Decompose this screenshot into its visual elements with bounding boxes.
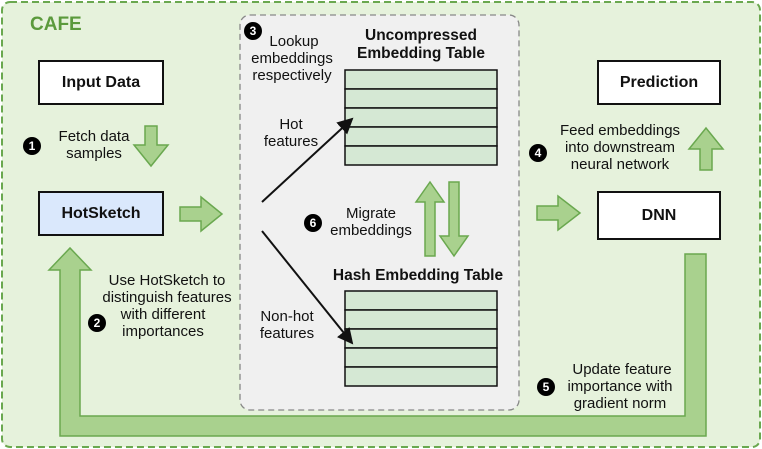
input-data-label: Input Data [61,73,141,91]
uncompressed-table [344,69,498,166]
step-6-line2: embeddings [330,222,412,239]
prediction-box [597,60,721,105]
uncompressed-title-line1: Uncompressed [365,27,477,44]
step-2-line2: distinguish features [102,289,232,306]
input-data-box [38,60,164,105]
step-1-text: Fetch data samples [44,128,144,162]
hot-line1: Hot [279,116,303,133]
dnn-up-arrow [687,126,725,171]
nonhot-line2: features [259,325,315,342]
step-1-line2: samples [66,145,122,162]
hotsketch-right-arrow [179,195,224,233]
uncompressed-title-line2: Embedding Table [356,45,486,62]
step-4-line1-wrap: Feed embeddings [540,122,700,139]
step-3-badge: 3 [244,22,262,40]
step-5-line2: importance with [567,378,673,395]
hash-table [344,290,498,387]
uncompressed-table-title: Uncompressed Embedding Table [330,27,512,63]
fetch-down-arrow [132,125,170,168]
dnn-label: DNN [641,206,677,224]
nonhot-features-label: Non-hot features [250,308,324,342]
step-6-text: Migrate embeddings [324,205,418,239]
step-5-line1-wrap: Update feature [556,361,688,378]
hot-features-label: Hot features [258,116,324,150]
green-arrows [47,125,725,437]
feedback-loop-arrow [47,246,707,437]
hotsketch-label: HotSketch [61,204,141,222]
step-2-badge: 2 [88,314,106,332]
step-3-line3: respectively [252,67,332,84]
step-2-line1: Use HotSketch to [108,272,226,289]
step-4-line2: into downstream [564,139,676,156]
hot-line2: features [263,133,319,150]
step-1-badge: 1 [23,137,41,155]
step-3-line1-wrap: Lookup [258,33,330,50]
step-5-text: importance with gradient norm [555,378,685,412]
nonhot-line1: Non-hot [260,308,314,325]
step-6-line1: Migrate [345,205,397,222]
step-4-line3: neural network [570,156,670,173]
step-4-badge: 4 [529,144,547,162]
step-3-line2: embeddings [251,50,333,67]
step-5-line3: gradient norm [573,395,667,412]
step-5-badge: 5 [537,378,555,396]
hotsketch-box [38,191,164,236]
nonhot-arrow [261,230,354,345]
hash-table-title: Hash Embedding Table [332,267,504,284]
step-2-text-top: Use HotSketch to distinguish features [94,272,240,306]
step-4-text: into downstream neural network [550,139,690,173]
dnn-box [597,191,721,240]
step-2-line4: importances [122,323,204,340]
step-3-text: embeddings respectively [240,50,344,84]
migrate-down-arrow [438,181,470,258]
prediction-label: Prediction [619,73,699,91]
step-3-line1: Lookup [269,33,319,50]
step-2-line3: with different [120,306,206,323]
step-2-text-bottom: with different importances [108,306,218,340]
step-4-line1: Feed embeddings [559,122,681,139]
hot-arrow [261,117,354,203]
step-5-line1: Update feature [572,361,672,378]
step-1-line1: Fetch data [58,128,130,145]
step-6-badge: 6 [304,214,322,232]
migrate-up-arrow [414,180,446,257]
center-right-arrow [536,194,582,232]
title: CAFE [30,14,82,35]
